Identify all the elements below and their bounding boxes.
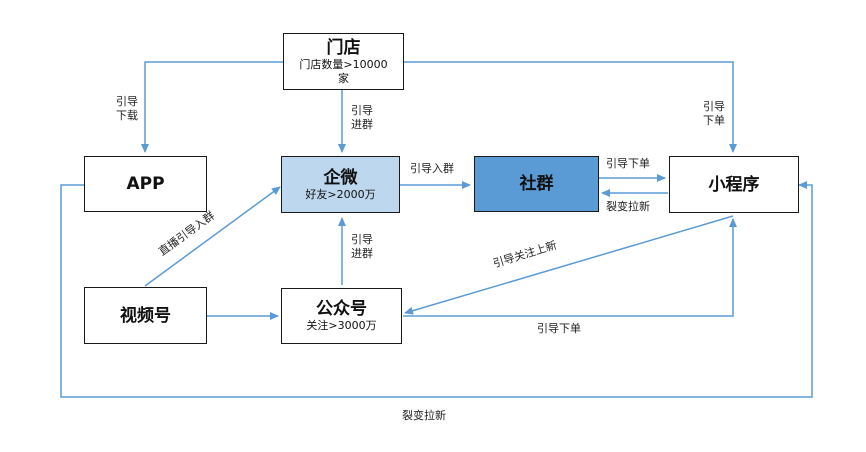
node-app: APP xyxy=(84,156,207,212)
node-qiwei-sub: 好友>2000万 xyxy=(305,187,376,201)
label-xcx-to-shequn: 裂变拉新 xyxy=(606,200,650,213)
label-mendian-to-app: 引导 下载 xyxy=(112,95,142,123)
node-shequn: 社群 xyxy=(474,156,599,212)
label-mendian-to-xcx: 引导 下单 xyxy=(699,100,729,128)
label-mendian-to-qiwei: 引导 进群 xyxy=(347,104,377,132)
node-mendian: 门店 门店数量>10000 家 xyxy=(283,33,404,90)
edge-mendian-to-app xyxy=(141,61,283,153)
label-mendian-to-xcx-line2: 下单 xyxy=(703,114,725,127)
label-mendian-to-qiwei-line1: 引导 xyxy=(351,104,373,117)
node-mendian-sub-line2: 家 xyxy=(338,71,349,85)
label-mendian-to-app-line1: 引导 xyxy=(116,95,138,108)
node-gongzhonghao-title: 公众号 xyxy=(316,299,367,319)
node-shipinhao-title: 视频号 xyxy=(120,305,171,326)
label-shequn-to-xcx: 引导下单 xyxy=(606,157,650,170)
node-xiaochengxu-title: 小程序 xyxy=(708,174,760,195)
node-gongzhonghao: 公众号 关注>3000万 xyxy=(281,288,402,344)
label-mendian-to-xcx-line1: 引导 xyxy=(703,100,725,113)
node-app-title: APP xyxy=(126,174,165,194)
label-qiwei-to-shequn: 引导入群 xyxy=(410,162,454,175)
label-app-loop-to-xcx: 裂变拉新 xyxy=(402,409,446,422)
node-xiaochengxu: 小程序 xyxy=(669,156,799,213)
edge-sph-to-qiwei xyxy=(144,186,281,287)
label-gzh-to-qiwei-line1: 引导 xyxy=(351,233,373,246)
label-gzh-to-xcx: 引导下单 xyxy=(537,322,581,335)
node-mendian-sub-line1: 门店数量>10000 xyxy=(299,57,388,71)
node-qiwei: 企微 好友>2000万 xyxy=(281,156,400,213)
node-gongzhonghao-sub: 关注>3000万 xyxy=(306,319,377,332)
edge-xcx-to-gzh xyxy=(404,215,734,315)
node-mendian-title: 门店 xyxy=(326,37,361,58)
label-mendian-to-qiwei-line2: 进群 xyxy=(351,118,373,131)
edge-mendian-to-xcx xyxy=(404,61,737,153)
node-shipinhao: 视频号 xyxy=(84,287,207,344)
node-shequn-title: 社群 xyxy=(519,174,554,194)
label-mendian-to-app-line2: 下载 xyxy=(116,109,138,122)
edge-app-loop-to-xcx xyxy=(60,181,813,398)
edge-gzh-to-xcx xyxy=(403,218,737,317)
label-gzh-to-qiwei-line2: 进群 xyxy=(351,247,373,260)
label-gzh-to-qiwei: 引导 进群 xyxy=(347,233,377,261)
node-qiwei-title: 企微 xyxy=(323,167,358,188)
